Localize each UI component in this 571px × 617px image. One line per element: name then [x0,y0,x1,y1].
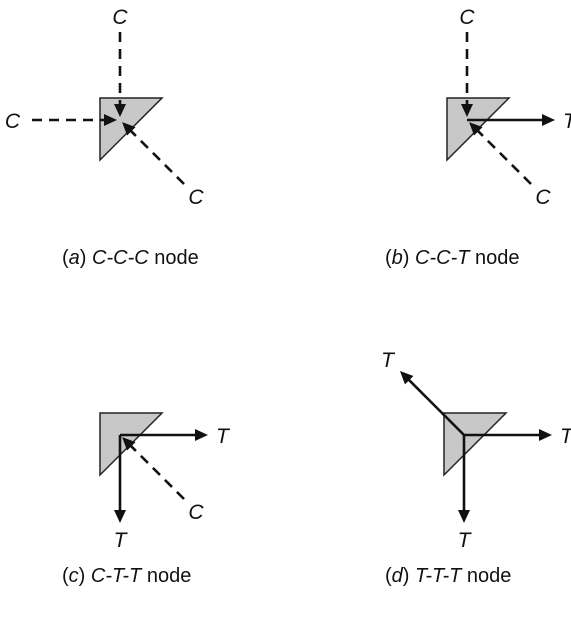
member-label: C [459,6,475,29]
member-label: T [560,425,571,448]
tension-tie-down: T [114,435,129,552]
caption-b: (b) C-C-T node [385,247,520,269]
member-label: C [188,501,204,524]
arrowhead-in [122,437,136,451]
arrowhead-in [104,114,117,126]
tension-tie-right: T [120,425,231,448]
member-label: C [535,186,551,209]
caption-c: (c) C-T-T node [62,565,191,587]
compression-strut-down-right: C [122,437,204,524]
compression-strut-down-right: C [122,122,204,209]
arrowhead-out [400,371,414,385]
arrowhead-out [458,510,470,523]
arrowhead-in [114,104,126,117]
arrowhead-out [539,429,552,441]
panel-d: T T T [381,349,571,552]
member-label: T [381,349,396,372]
node-triangle [443,412,508,477]
member-label: C [188,186,204,209]
compression-strut-down-right: C [469,122,551,209]
arrowhead-out [195,429,208,441]
panel-c: T T C [99,412,231,552]
tension-tie-right: T [467,110,571,133]
strut-line [128,443,185,500]
arrowhead-in [122,122,136,136]
arrowhead-in [469,122,483,136]
member-label: C [5,110,21,133]
member-label: T [458,529,473,552]
compression-strut-up: C [112,6,128,117]
member-label: C [112,6,128,29]
panel-a: C C C [5,6,205,209]
caption-a: (a) C-C-C node [62,247,199,269]
tie-line [406,377,465,436]
arrowhead-in [461,104,473,117]
tension-tie-right: T [464,425,571,448]
panel-b: C T C [446,6,571,209]
strut-line [128,128,185,185]
member-label: T [563,110,571,133]
caption-d: (d) T-T-T node [385,565,511,587]
tension-tie-up-left: T [381,349,465,436]
member-label: T [114,529,129,552]
member-label: T [216,425,231,448]
compression-strut-left: C [5,110,117,133]
arrowhead-out [542,114,555,126]
compression-strut-up: C [459,6,475,117]
arrowhead-out [114,510,126,523]
strut-line [475,128,532,185]
tension-tie-down: T [458,435,473,552]
